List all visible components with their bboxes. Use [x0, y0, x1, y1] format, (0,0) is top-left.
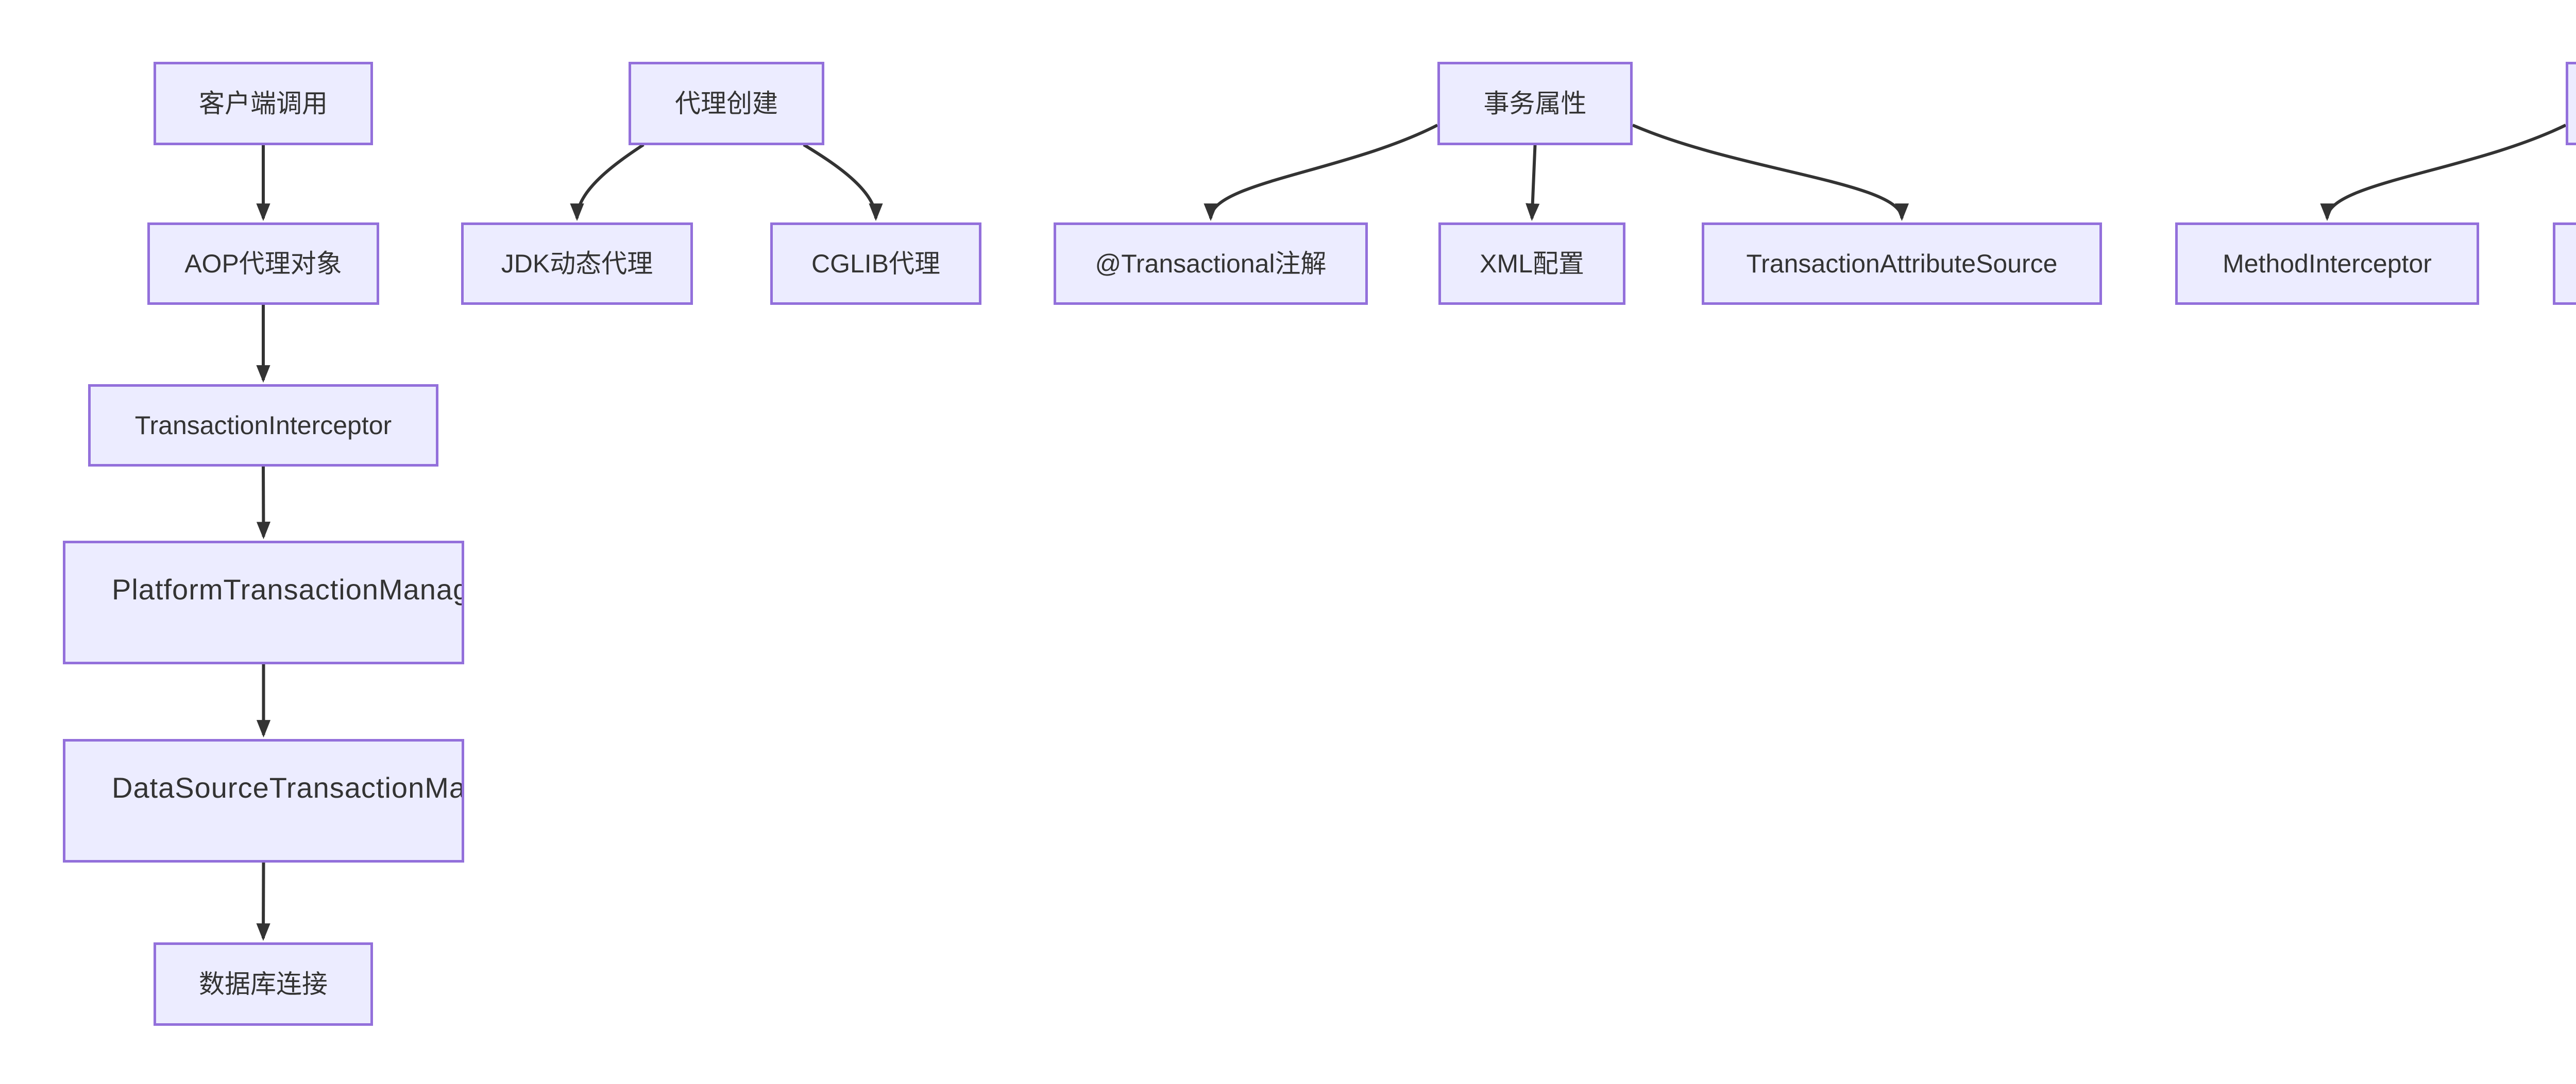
node-label: DataSourceTransactionManager [112, 771, 462, 804]
edge-attr-to-xml [1526, 145, 1540, 221]
edge-ti-to-ptm [256, 466, 270, 540]
node-label: CGLIB代理 [811, 249, 941, 278]
node-label: PlatformTransactionManager [112, 573, 462, 606]
edge-dstm-to-db [256, 862, 270, 941]
node-xml: XML配置 [1438, 222, 1625, 305]
node-chain: 拦截链 [2566, 62, 2576, 145]
node-label: AOP代理对象 [184, 249, 342, 278]
node-label: @Transactional注解 [1095, 249, 1327, 278]
node-aop: AOP代理对象 [147, 222, 379, 305]
node-label: 代理创建 [675, 89, 778, 118]
node-jdk: JDK动态代理 [461, 222, 693, 305]
edge-proxy-to-cglib [803, 143, 883, 221]
edge-group [256, 124, 2567, 941]
node-proxy: 代理创建 [629, 62, 824, 145]
node-db: 数据库连接 [154, 942, 373, 1026]
node-label: MethodInterceptor [2223, 249, 2432, 278]
edge-attr-to-tas [1632, 124, 1909, 221]
node-label: TransactionInterceptor [134, 411, 392, 440]
node-client: 客户端调用 [154, 62, 373, 145]
node-dstm: DataSourceTransactionManager [63, 739, 464, 863]
node-ptm: PlatformTransactionManager [63, 541, 464, 664]
node-label: 事务属性 [1483, 89, 1587, 118]
node-mi: MethodInterceptor [2175, 222, 2479, 305]
node-label: JDK动态代理 [501, 249, 653, 278]
edge-attr-to-anno [1204, 124, 1438, 221]
edge-proxy-to-jdk [570, 143, 645, 221]
node-label: 数据库连接 [199, 970, 328, 999]
node-ti: TransactionInterceptor [88, 384, 438, 467]
node-cglib: CGLIB代理 [770, 222, 981, 305]
node-attr: 事务属性 [1437, 62, 1633, 145]
node-txadv: 事务增强 [2553, 222, 2576, 305]
edge-chain-to-mi [2320, 124, 2567, 221]
node-label: XML配置 [1480, 249, 1584, 278]
node-anno: @Transactional注解 [1054, 222, 1368, 305]
node-label: TransactionAttributeSource [1746, 249, 2058, 278]
node-label: 客户端调用 [199, 89, 328, 118]
node-tas: TransactionAttributeSource [1702, 222, 2102, 305]
